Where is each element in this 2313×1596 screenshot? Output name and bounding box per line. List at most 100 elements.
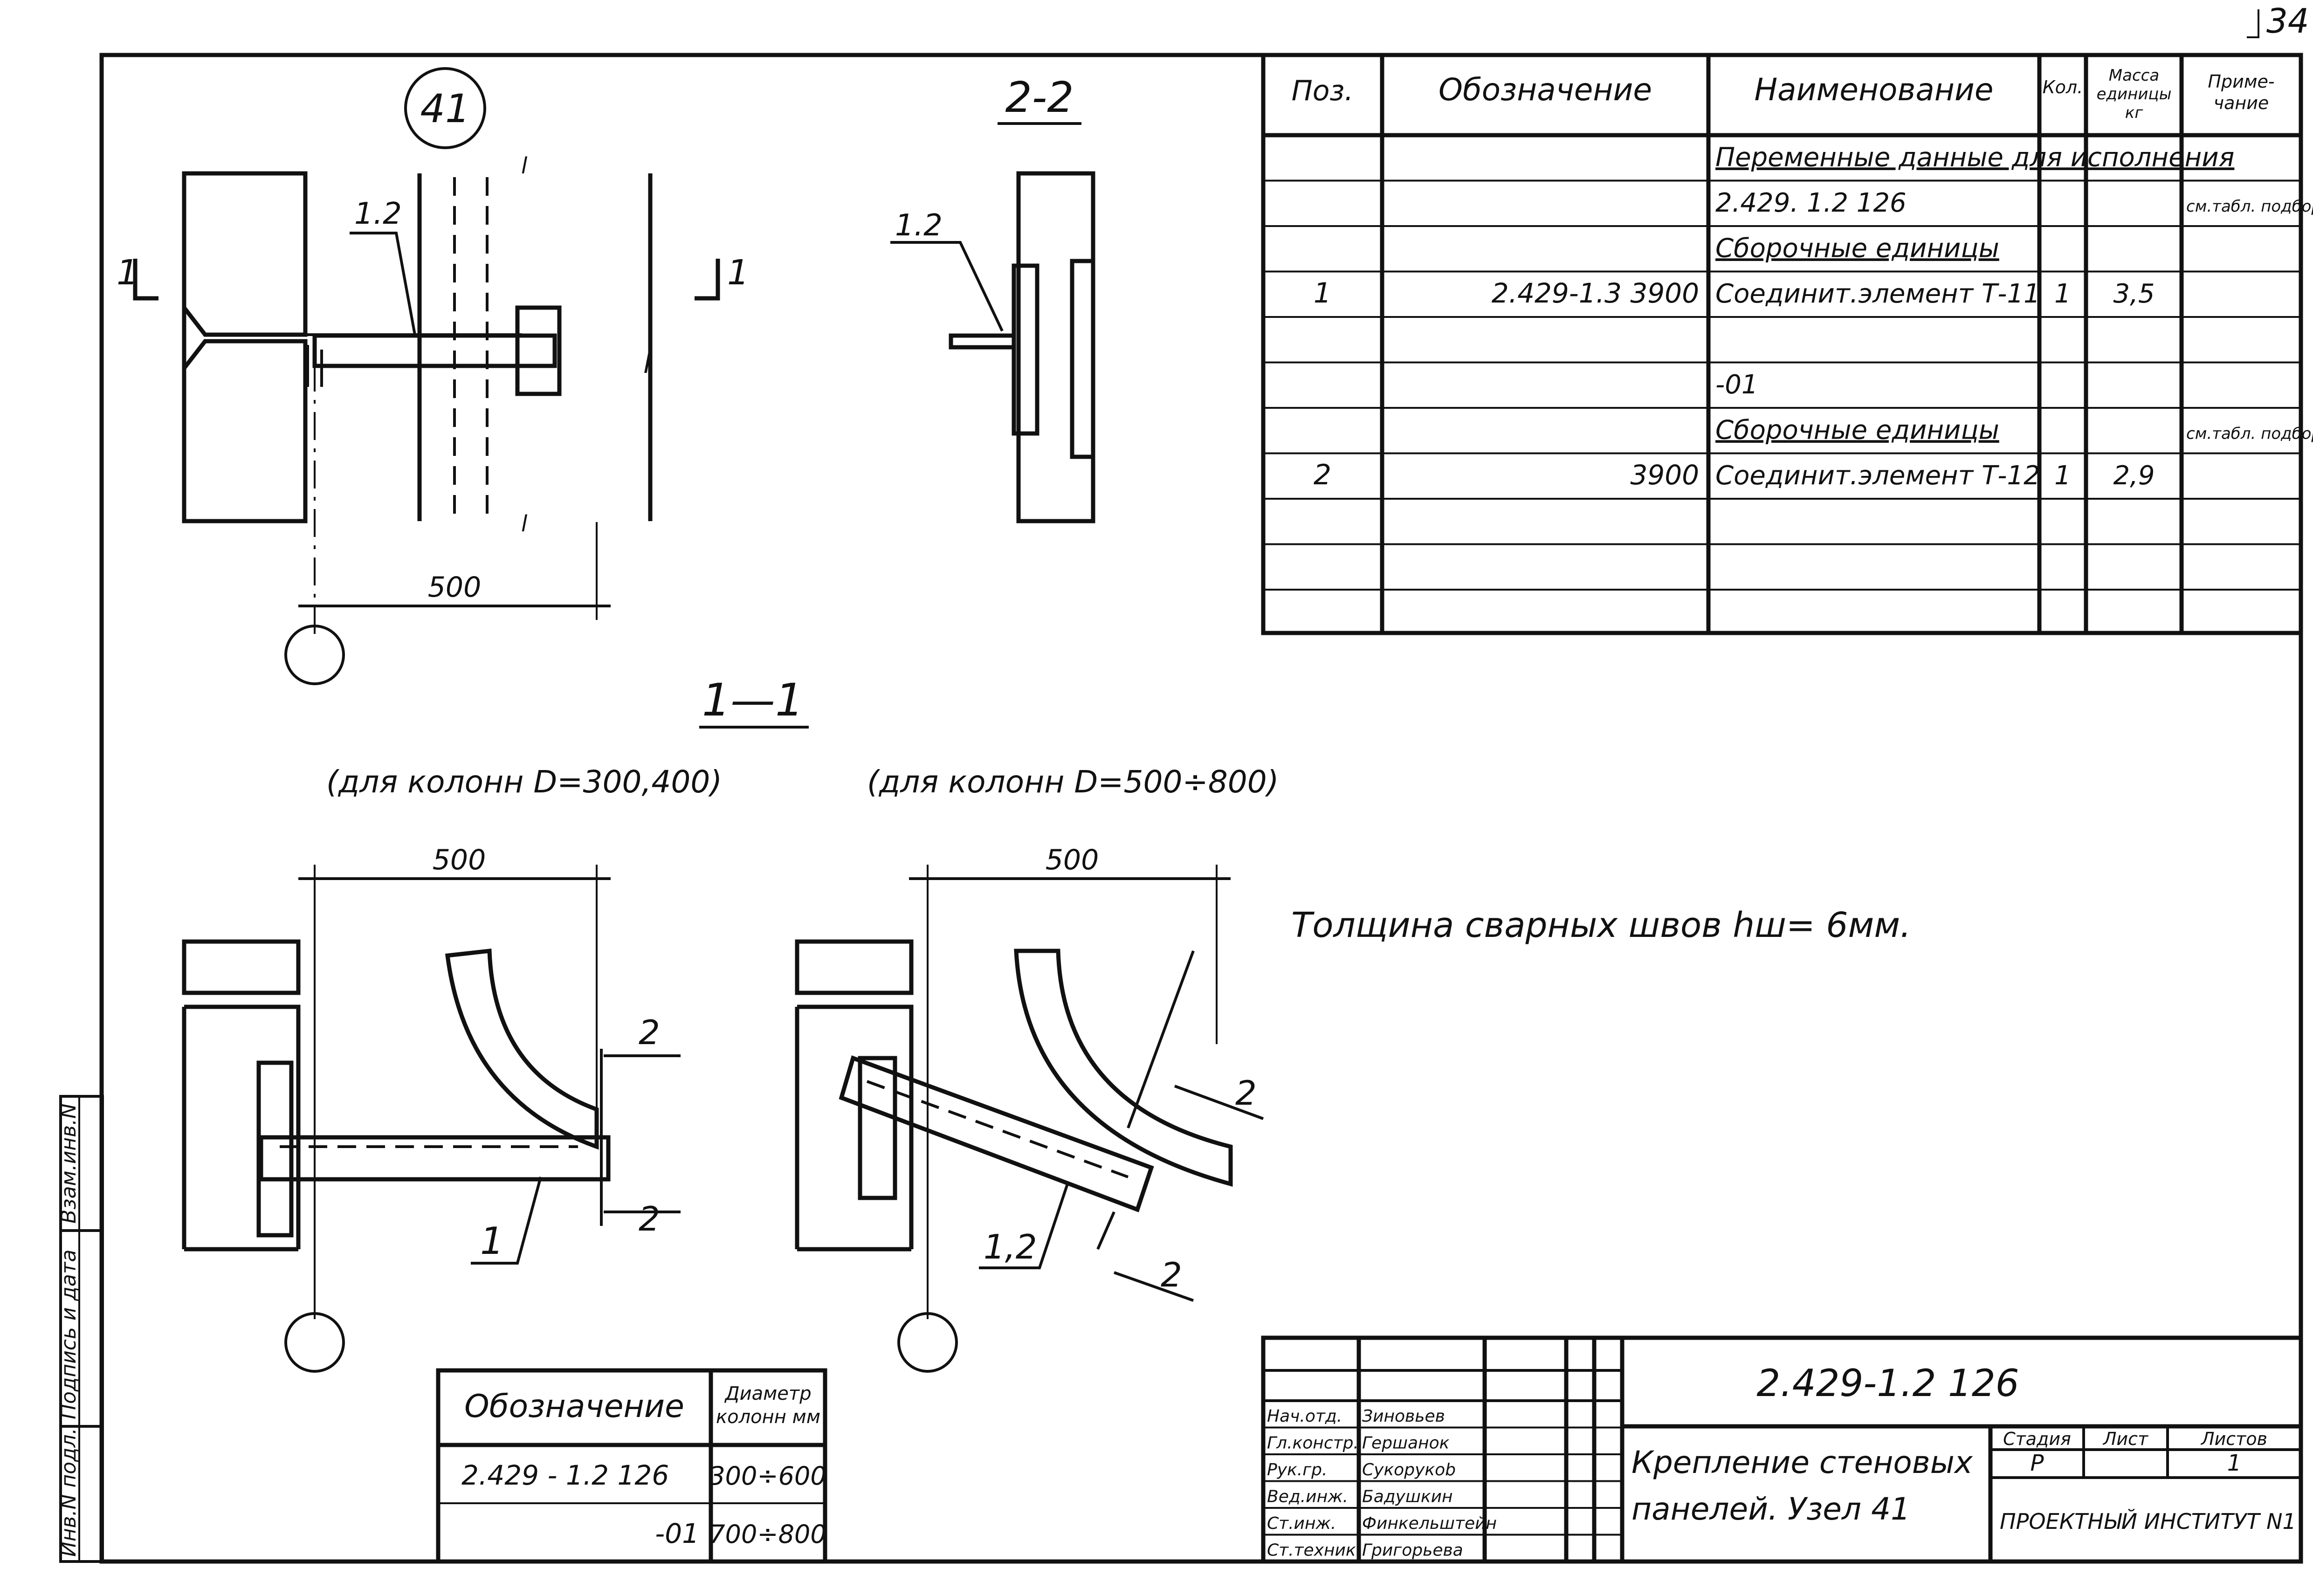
connector-lug (515, 305, 562, 396)
title-role-name: Григорьева (1362, 1541, 1463, 1560)
column-shell-b (1014, 949, 1233, 1187)
node-number-circle (404, 67, 486, 149)
spec-cell: Соединит.элемент Т-11 (1715, 279, 2040, 309)
title-role-name: Бадушкин (1362, 1487, 1453, 1506)
axis-mark-bottom: l (521, 511, 528, 537)
section-2-2-wall (1016, 171, 1095, 523)
spec-header-pos: Поз. (1292, 75, 1354, 107)
spec-cell: Соединит.элемент Т-12 (1715, 461, 2040, 491)
variants-header-diameter: Диаметр колонн мм (716, 1383, 821, 1428)
spec-cell: 3,5 (2113, 279, 2155, 309)
title-block: 2.429-1.2 126 Крепление стеновых панелей… (1261, 1335, 2303, 1564)
sheet-label: Лист (2102, 1429, 2149, 1449)
note-columns-300-400: (для колонн D=300,400) (326, 764, 722, 800)
variants-row-1-designation: -01 (655, 1518, 699, 1549)
label-pos-1-2-b: 1,2 (984, 1227, 1037, 1266)
column-stub-a (182, 939, 301, 995)
section-1-1-variant-a: 500 2 2 1 (182, 844, 681, 1373)
variants-row-1-diameter: 700÷800 (709, 1520, 826, 1549)
plate-b (858, 1056, 897, 1200)
title-role-label: Ст.техник (1267, 1541, 1356, 1560)
arrow-label-2-bottom-a: 2 (639, 1199, 660, 1238)
angle-bracket (949, 333, 1016, 350)
weld-thickness-note: Толщина сварных швов hш= 6мм. (1291, 905, 1911, 945)
spec-cell: 1 (1314, 277, 1331, 310)
spec-header-mass: Масса единицы кг (2096, 66, 2172, 122)
spec-cell: Сборочные единицы (1715, 415, 1999, 445)
stage-value: Р (2031, 1450, 2044, 1476)
cut-mark-right: 1 (727, 253, 749, 293)
note-columns-500-800: (для колонн D=500÷800) (867, 764, 1279, 800)
axis-bubble-right (897, 1312, 958, 1373)
side-stamp: Взам.инв.N Подпись и дата Инв.N подл. (57, 1095, 104, 1563)
label-pos-1-2-section: 1.2 (895, 208, 943, 243)
title-role-label: Нач.отд. (1267, 1407, 1342, 1426)
connector-t12 (839, 1055, 1154, 1212)
page-number: 34 (2266, 1, 2309, 41)
drawing-frame (99, 53, 2303, 1564)
spec-header-qty: Кол. (2043, 77, 2083, 97)
stage-label: Стадия (2003, 1429, 2071, 1449)
spec-cell: 2,9 (2113, 461, 2155, 491)
plate-a (256, 1060, 294, 1238)
title-role-name: Зиновьев (1362, 1407, 1445, 1426)
label-pos-1-2: 1.2 (354, 197, 402, 231)
variants-table: Обозначение Диаметр колонн мм 2.429 - 1.… (436, 1368, 827, 1564)
embedded-plate-a (1012, 263, 1039, 436)
sheets-value: 1 (2227, 1450, 2242, 1476)
title-line-1: Крепление стеновых (1631, 1445, 1973, 1480)
variants-header-designation: Обозначение (464, 1388, 684, 1425)
sheets-label: Листов (2200, 1429, 2267, 1449)
view-section-1-1: 1—1 (для колонн D=300,400) (для колонн D… (182, 674, 1911, 1373)
dim-500-top: 500 (428, 571, 482, 604)
spec-cell: 2 (1314, 459, 1331, 491)
section-1-1-variant-b: 500 2 2 1,2 (795, 844, 1264, 1373)
wall-panel-lower (182, 339, 308, 523)
spec-cell: 3900 (1630, 459, 1699, 491)
spec-cell: 1 (2054, 461, 2071, 491)
label-pos-1: 1 (480, 1219, 504, 1263)
arrow-label-2-top-a: 2 (639, 1013, 660, 1052)
embedded-plate-b (1070, 259, 1095, 459)
page-number-mark (2247, 9, 2259, 38)
view-node-41: 41 l l l 1.2 1 1 500 (117, 67, 749, 685)
title-role-label: Гл.констр. (1267, 1433, 1359, 1452)
column-stub-b (795, 939, 914, 995)
column-shell-a (445, 948, 599, 1150)
title-role-label: Ст.инж. (1267, 1514, 1336, 1533)
side-stamp-cell-replace: Взам.инв.N (57, 1103, 81, 1224)
variants-row-0-diameter: 300÷600 (709, 1461, 826, 1491)
connector-t11 (259, 1135, 611, 1182)
spec-cell: 2.429. 1.2 126 (1715, 188, 1907, 218)
spec-header-note: Приме-чание (2208, 71, 2275, 113)
node-number: 41 (420, 86, 470, 131)
view-section-2-2: 2-2 1.2 (890, 73, 1095, 523)
axis-bubble-left (284, 1312, 345, 1373)
title-role-name: Финкельштейн (1362, 1514, 1497, 1533)
spec-cell: Переменные данные для исполнения (1715, 142, 2234, 172)
dim-500-left: 500 (433, 844, 486, 876)
side-stamp-cell-signature: Подпись и дата (57, 1250, 81, 1419)
arrow-label-2-bottom-b: 2 (1161, 1255, 1182, 1294)
axis-bubble-top (284, 625, 345, 685)
title-doc-code: 2.429-1.2 126 (1756, 1362, 2019, 1405)
section-1-1-title: 1—1 (702, 674, 804, 726)
title-role-label: Рук.гр. (1267, 1460, 1327, 1479)
title-role-name: Сукорукоb (1362, 1460, 1456, 1479)
title-line-2: панелей. Узел 41 (1631, 1491, 1910, 1527)
spec-cell: см.табл. подбора 4 стр.5 В.1 (2186, 424, 2313, 443)
variants-row-0-designation: 2.429 - 1.2 126 (461, 1459, 669, 1491)
spec-header-designation: Обозначение (1439, 72, 1652, 108)
dim-500-right: 500 (1046, 844, 1099, 876)
axis-mark-top: l (521, 153, 528, 179)
spec-cell: 1 (2054, 279, 2071, 309)
spec-cell: см.табл. подбора 4 стр. 5 В.1 (2186, 197, 2313, 216)
organization-name: ПРОЕКТНЫЙ ИНСТИТУТ N1 (2000, 1509, 2296, 1534)
spec-cell: 2.429-1.3 3900 (1492, 277, 1699, 309)
title-role-name: Гершанок (1362, 1433, 1450, 1452)
spec-cell: Сборочные единицы (1715, 233, 1999, 263)
section-2-2-title: 2-2 (1005, 73, 1074, 122)
arrow-label-2-top-b: 2 (1235, 1073, 1257, 1113)
side-stamp-cell-inventory: Инв.N подл. (57, 1428, 81, 1557)
